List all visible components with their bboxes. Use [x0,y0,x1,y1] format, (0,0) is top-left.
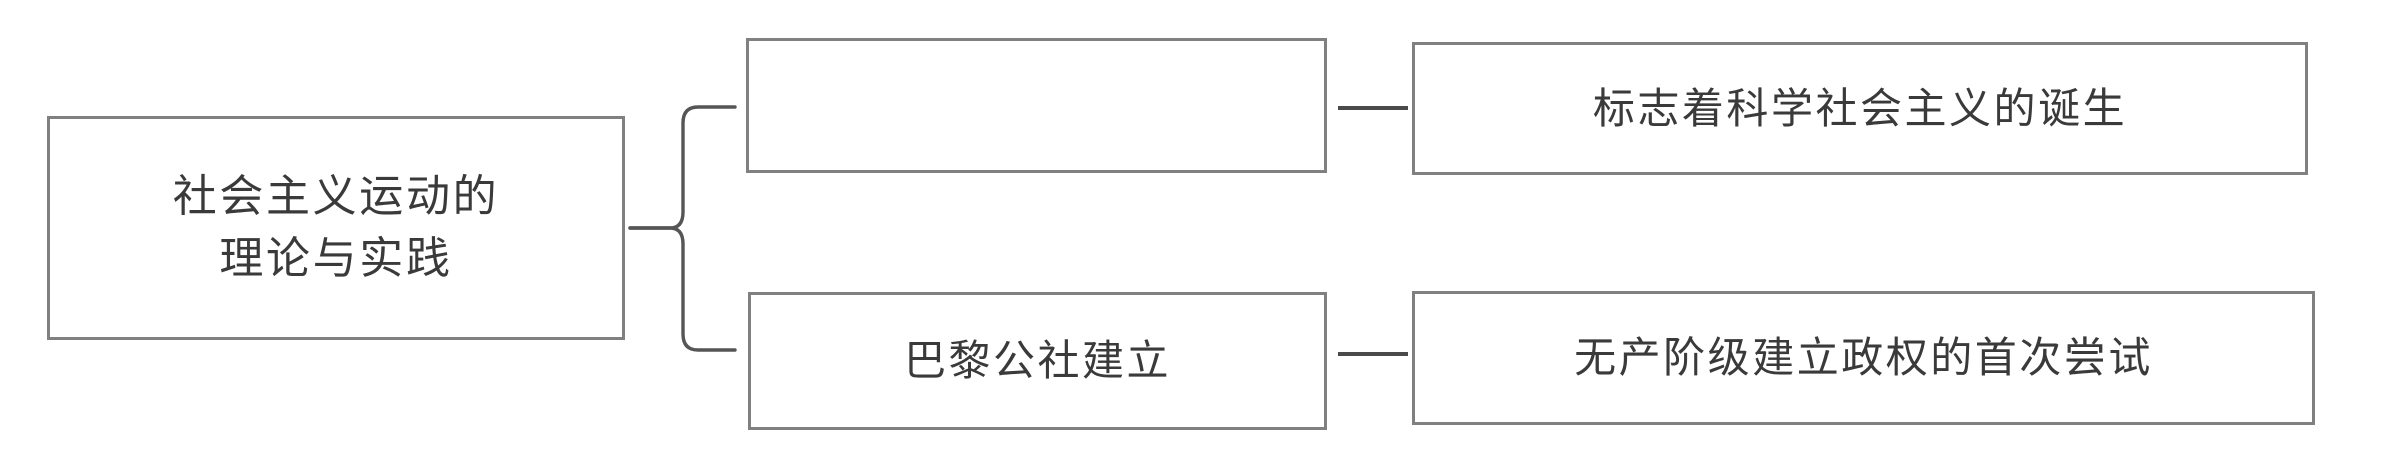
brace-connector [620,80,745,380]
connector-line-top [1338,106,1408,110]
connector-line-bottom [1338,352,1408,356]
leaf-node-bottom[interactable]: 无产阶级建立政权的首次尝试 [1412,291,2315,425]
branch-node-bottom[interactable]: 巴黎公社建立 [748,292,1327,430]
root-node[interactable]: 社会主义运动的 理论与实践 [47,116,625,340]
branch-node-top[interactable] [746,38,1327,173]
leaf-node-top[interactable]: 标志着科学社会主义的诞生 [1412,42,2308,175]
